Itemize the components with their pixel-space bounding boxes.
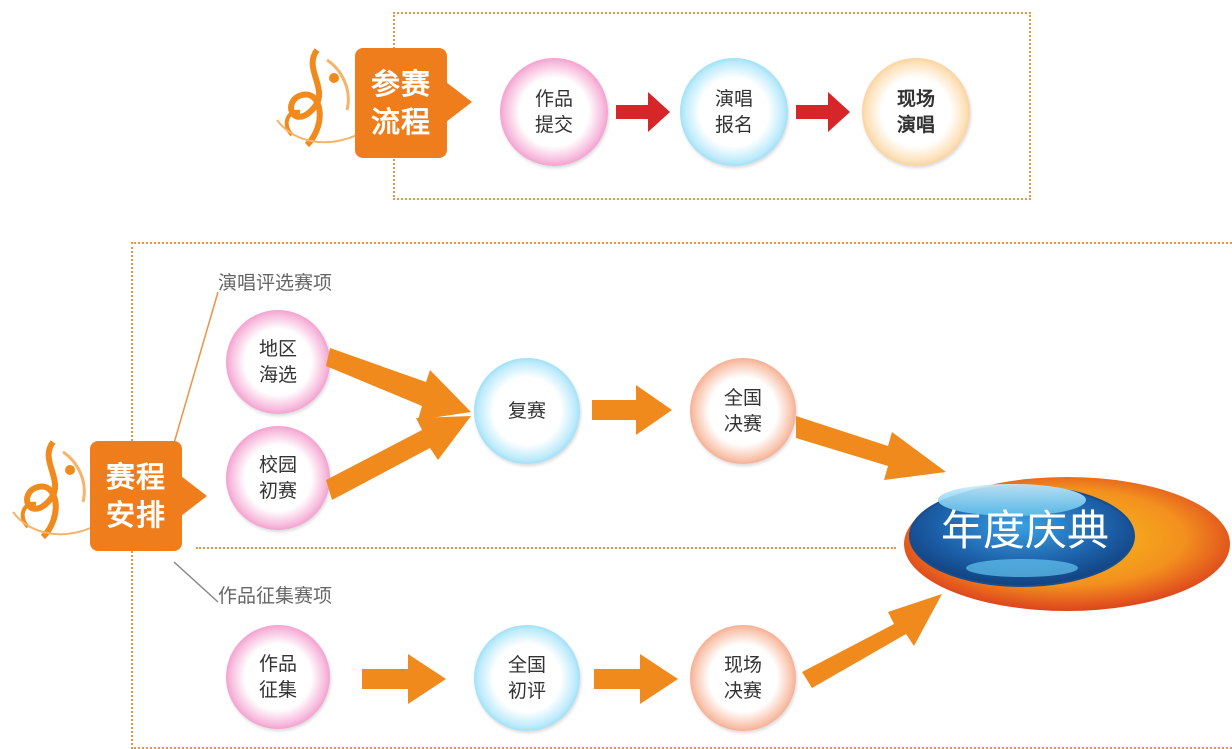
arrow-to-finale-bottom [802, 594, 942, 688]
singing-track-label: 演唱评选赛项 [218, 272, 333, 294]
finale-title: 年度庆典 [940, 506, 1109, 555]
node-campus-preliminary: 校园 初赛 [226, 426, 330, 530]
schedule-badge: 赛程 安排 [90, 441, 182, 551]
works-track-label: 作品征集赛项 [218, 585, 333, 607]
arrow-right-icon [796, 92, 850, 132]
node-work-collection: 作品 征集 [226, 625, 330, 729]
step-sing-register: 演唱 报名 [680, 58, 788, 166]
arrow-right-icon [594, 654, 678, 704]
arrows-to-semifinal [326, 348, 471, 500]
music-clef-icon [276, 48, 358, 148]
node-national-final: 全国 决赛 [690, 358, 796, 464]
step-submit-work: 作品 提交 [500, 58, 608, 166]
node-region-audition: 地区 海选 [226, 310, 330, 414]
arrow-to-finale-top [796, 416, 946, 480]
connector-lines [171, 291, 219, 603]
arrow-right-icon [362, 654, 446, 704]
arrow-right-icon [616, 92, 670, 132]
badge-pointer [446, 82, 472, 122]
badge-pointer [181, 476, 207, 516]
arrow-right-icon [592, 385, 672, 435]
node-live-final: 现场 决赛 [690, 625, 796, 731]
finale-badge [904, 477, 1230, 611]
divider-line [196, 547, 896, 549]
music-clef-icon [12, 440, 94, 540]
node-semifinal: 复赛 [474, 358, 580, 464]
step-live-sing: 现场 演唱 [862, 58, 970, 166]
participation-process-badge: 参赛 流程 [355, 48, 447, 158]
node-national-review: 全国 初评 [474, 625, 580, 731]
